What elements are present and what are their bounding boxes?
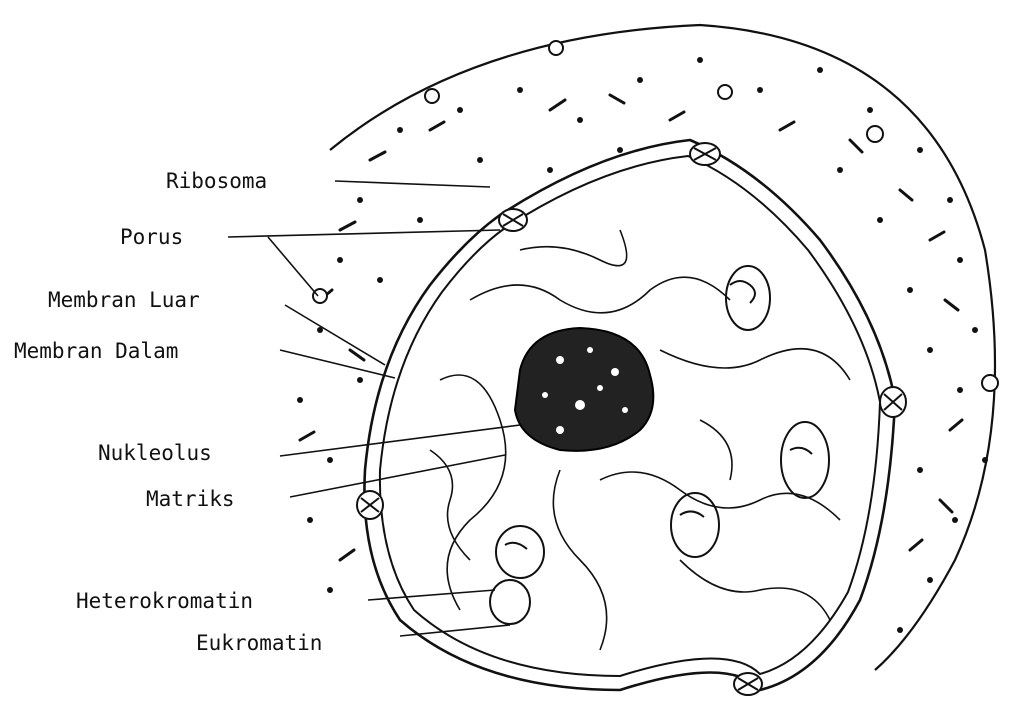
ribosome-dashes (300, 95, 962, 560)
leader-porus-upper (228, 230, 500, 237)
label-ribosoma: Ribosoma (166, 169, 267, 193)
nuclear-pore-top (690, 143, 720, 165)
leader-nukleolus (280, 425, 520, 456)
nuclear-pore-upper-left (499, 209, 527, 231)
nuclear-pore-right (880, 387, 906, 417)
label-eukromatin: Eukromatin (196, 631, 322, 655)
label-membran-luar: Membran Luar (48, 288, 200, 312)
leader-matriks (290, 455, 505, 497)
nucleolus (515, 328, 653, 451)
leader-membran-luar (285, 305, 385, 365)
leader-membran-dalam (280, 350, 395, 378)
ribosome-dots (297, 57, 988, 633)
leader-eukromatin (400, 625, 510, 636)
euchromatin-threads (430, 230, 850, 650)
nuclear-pore-bottom (734, 673, 762, 695)
label-matriks: Matriks (146, 487, 235, 511)
label-membran-dalam: Membran Dalam (14, 339, 178, 363)
heterochromatin-clumps (490, 266, 829, 624)
label-heterokromatin: Heterokromatin (76, 589, 253, 613)
leader-ribosoma (335, 181, 490, 187)
nuclear-pore-left (357, 491, 383, 519)
leader-porus-lower (268, 237, 318, 296)
label-nukleolus: Nukleolus (98, 441, 212, 465)
cell-membrane (330, 25, 995, 670)
label-porus: Porus (120, 225, 183, 249)
